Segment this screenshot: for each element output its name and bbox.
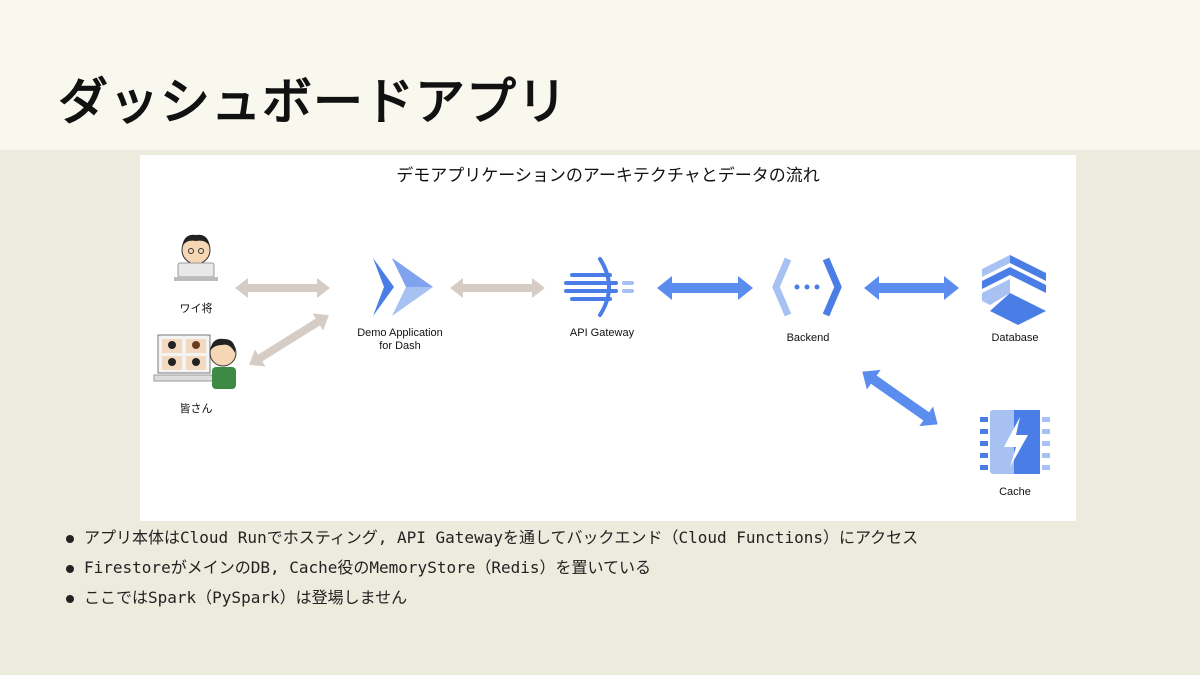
arrow-everyone-app [249,313,329,367]
arrow-backend-cache [862,369,938,427]
blue-arrows [657,276,959,427]
app-label-line2: for Dash [379,340,421,352]
memorystore-icon [980,410,1050,474]
database-label: Database [991,332,1039,344]
firestore-icon [982,255,1046,325]
gray-arrows [235,278,545,367]
cloud-run-icon [373,258,433,316]
bullet-item: FirestoreがメインのDB, Cache役のMemoryStore（Red… [66,558,918,578]
slide-title: ダッシュボードアプリ [58,73,568,131]
arrow-gateway-backend [657,276,753,300]
everyone-label: 皆さん [179,403,213,415]
backend-label: Backend [786,332,830,344]
user-avatar-icon [174,234,218,281]
diagram-canvas [153,234,1050,474]
bullet-list: アプリ本体はCloud Runでホスティング, API Gatewayを通してバ… [66,528,918,618]
diagram-title: デモアプリケーションのアーキテクチャとデータの流れ [396,166,820,186]
bullet-item: アプリ本体はCloud Runでホスティング, API Gatewayを通してバ… [66,528,918,548]
gateway-label: API Gateway [569,327,635,339]
api-gateway-icon [564,257,634,317]
arrow-app-gateway [450,278,545,298]
group-meeting-icon [153,334,237,389]
architecture-diagram: デモアプリケーションのアーキテクチャとデータの流れ ワイ将 皆さん Demo A… [140,155,1076,521]
cloud-functions-icon [772,257,842,317]
title-bar: ダッシュボードアプリ [0,0,1200,150]
cache-label: Cache [999,486,1031,498]
user-label: ワイ将 [179,303,213,315]
app-label-line1: Demo Application [357,327,443,339]
app-label: Demo Application for Dash [332,327,468,353]
bullet-item: ここではSpark（PySpark）は登場しません [66,588,918,608]
arrow-user-app [235,278,330,298]
arrow-backend-database [864,276,959,300]
